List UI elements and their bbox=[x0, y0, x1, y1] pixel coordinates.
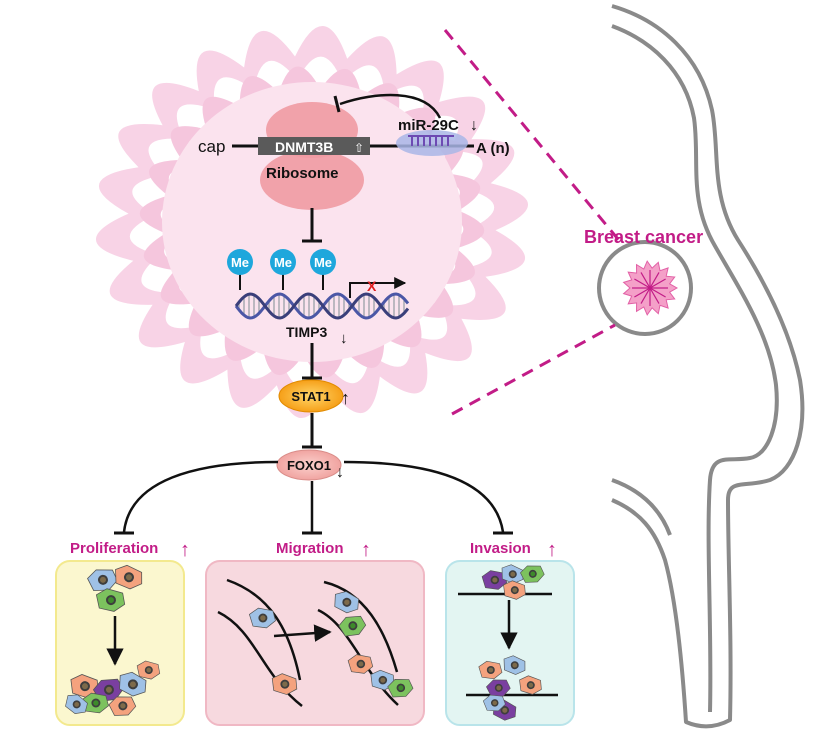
outcome-labels: Proliferation ↑ Migration ↑ Invasion ↑ bbox=[70, 539, 557, 561]
invasion-up-arrow: ↑ bbox=[547, 539, 557, 561]
breast-cancer-label: Breast cancer bbox=[584, 227, 703, 247]
tumor-icon bbox=[622, 260, 679, 316]
foxo1-node: FOXO1 ↓ bbox=[276, 449, 344, 481]
silhouette-outer-line bbox=[611, 4, 805, 729]
migration-arrow bbox=[273, 624, 332, 642]
methyl-label: Me bbox=[314, 255, 332, 270]
stat1-up-arrow: ↑ bbox=[341, 388, 350, 408]
foxo1-ellipse bbox=[276, 449, 342, 481]
timp3-down-arrow: ↓ bbox=[340, 330, 348, 347]
cell-icon bbox=[119, 671, 147, 697]
stat1-node: STAT1 ↑ bbox=[278, 379, 350, 413]
cells bbox=[65, 564, 545, 721]
cell-icon bbox=[95, 588, 126, 612]
mirna-inhibition-arc bbox=[339, 93, 442, 119]
cell-icon bbox=[108, 696, 137, 716]
dna-helix bbox=[234, 292, 410, 320]
breast-outline bbox=[597, 240, 693, 336]
timp3-to-stat1-inhibition bbox=[302, 343, 322, 380]
cell-icon bbox=[248, 607, 276, 629]
mir29c-label: miR-29C bbox=[398, 117, 459, 134]
foxo1-label: FOXO1 bbox=[287, 458, 331, 473]
zoom-lines bbox=[443, 29, 624, 416]
methyl-group-3: Me bbox=[310, 249, 336, 290]
timp3-label: TIMP3 bbox=[286, 324, 327, 340]
tumor-spike bbox=[649, 272, 660, 289]
silhouette-arm-line bbox=[611, 478, 672, 536]
cell-icon bbox=[338, 615, 367, 637]
ribosome-small-subunit bbox=[260, 150, 364, 210]
mirna-inhibition-bar bbox=[333, 95, 341, 113]
tumor-spike bbox=[649, 278, 666, 289]
cell-icon bbox=[482, 694, 506, 712]
foxo1-down-arrow: ↓ bbox=[336, 464, 344, 481]
tumor-spike bbox=[640, 272, 651, 289]
stat1-to-foxo1-inhibition bbox=[302, 413, 322, 449]
tumor-spike bbox=[649, 287, 666, 298]
cell-icon bbox=[387, 679, 414, 698]
stat1-ellipse bbox=[278, 379, 344, 413]
dnmt3b-label: DNMT3B bbox=[275, 139, 333, 155]
polya-label: A (n) bbox=[476, 140, 510, 157]
branch-invasion bbox=[343, 460, 505, 533]
migration-tracks bbox=[217, 578, 399, 707]
migration-up-arrow: ↑ bbox=[361, 539, 371, 561]
zoom-line-bottom bbox=[451, 323, 616, 416]
silhouette-inner-line bbox=[611, 24, 779, 713]
mir29c-down-arrow: ↓ bbox=[470, 117, 478, 134]
ribosome-label: Ribosome bbox=[266, 165, 339, 182]
zoom-line-top bbox=[443, 29, 624, 245]
migration-panel bbox=[205, 560, 425, 726]
branch-proliferation bbox=[122, 460, 279, 533]
methyl-group-1: Me bbox=[227, 249, 253, 290]
cell-icon bbox=[65, 694, 88, 714]
mirna-ladder bbox=[408, 135, 454, 146]
invasion-label: Invasion bbox=[470, 540, 531, 557]
transcription-blocked-mark: X bbox=[367, 278, 377, 294]
tumor-spike bbox=[634, 278, 651, 289]
proliferation-label: Proliferation bbox=[70, 540, 158, 557]
tumor-spike bbox=[634, 287, 651, 298]
dna-strand bbox=[234, 292, 410, 320]
methyl-label: Me bbox=[274, 255, 292, 270]
methyl-label: Me bbox=[231, 255, 249, 270]
tumor-spike bbox=[649, 287, 660, 304]
cell-icon bbox=[501, 564, 524, 584]
proliferation-up-arrow: ↑ bbox=[180, 539, 190, 561]
cell-icon bbox=[478, 660, 503, 680]
cell-icon bbox=[481, 570, 508, 590]
cell-icon bbox=[81, 692, 109, 714]
foxo1-branches bbox=[114, 460, 513, 535]
cell-icon bbox=[503, 655, 526, 675]
cell-icon bbox=[271, 673, 298, 695]
migration-label: Migration bbox=[276, 540, 344, 557]
dna-region: Me Me Me X TIMP3 ↓ bbox=[227, 249, 410, 347]
ribosome-to-dna-inhibition bbox=[302, 208, 322, 243]
cap-label: cap bbox=[198, 137, 225, 156]
methyl-group-2: Me bbox=[270, 249, 296, 290]
cell-icon bbox=[334, 591, 359, 614]
stat1-label: STAT1 bbox=[291, 389, 330, 404]
cell-icon bbox=[486, 679, 511, 697]
cell-icon bbox=[519, 675, 542, 695]
methyl-groups: Me Me Me bbox=[227, 249, 336, 290]
cell-icon bbox=[370, 669, 395, 691]
transcription-start-arrow bbox=[349, 277, 407, 298]
ribosome-complex: DNMT3B ⇧ cap A (n) Ribosome miR-29C ↓ bbox=[198, 93, 510, 210]
dnmt3b-box bbox=[258, 137, 370, 155]
cell-icon bbox=[503, 580, 526, 600]
woman-silhouette bbox=[611, 4, 805, 729]
dnmt3b-up-arrow: ⇧ bbox=[354, 141, 364, 155]
tumor-spike bbox=[640, 287, 651, 304]
cell-icon bbox=[136, 660, 161, 680]
cell-icon bbox=[70, 674, 99, 699]
cell-icon bbox=[115, 564, 143, 590]
cell-icon bbox=[347, 654, 374, 674]
cell-icon bbox=[520, 565, 545, 583]
